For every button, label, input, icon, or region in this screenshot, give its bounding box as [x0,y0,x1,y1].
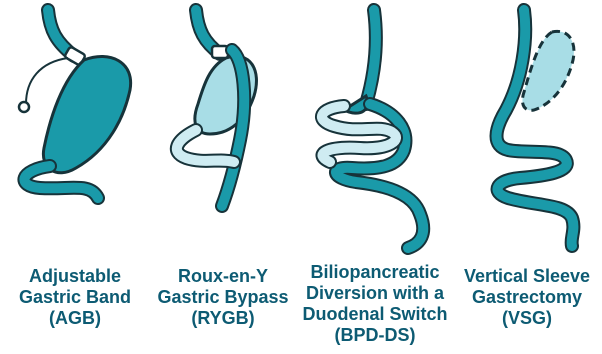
vsg-label-line: Vertical Sleeve [452,266,602,287]
bpdds-label: Biliopancreatic Diversion with a Duodena… [296,262,454,346]
rygb-label-line: (RYGB) [148,308,298,329]
rygb-label: Roux-en-Y Gastric Bypass (RYGB) [148,266,298,329]
agb-illustration [19,10,131,198]
rygb-illustration [177,10,257,206]
vsg-label-line: (VSG) [452,308,602,329]
vsg-illustration [497,10,574,246]
agb-label-line: Gastric Band [0,287,150,308]
bpdds-label-line: Diversion with a [296,283,454,304]
bpdds-label-line: (BPD-DS) [296,325,454,346]
agb-label: Adjustable Gastric Band (AGB) [0,266,150,329]
bpdds-label-line: Biliopancreatic [296,262,454,283]
vsg-label-line: Gastrectomy [452,287,602,308]
rygb-label-line: Gastric Bypass [148,287,298,308]
agb-stomach [43,57,130,173]
agb-label-line: (AGB) [0,308,150,329]
rygb-label-line: Roux-en-Y [148,266,298,287]
agb-label-line: Adjustable [0,266,150,287]
vsg-label: Vertical Sleeve Gastrectomy (VSG) [452,266,602,329]
bpdds-illustration [322,10,423,248]
access-port [19,102,29,112]
bpdds-label-line: Duodenal Switch [296,304,454,325]
